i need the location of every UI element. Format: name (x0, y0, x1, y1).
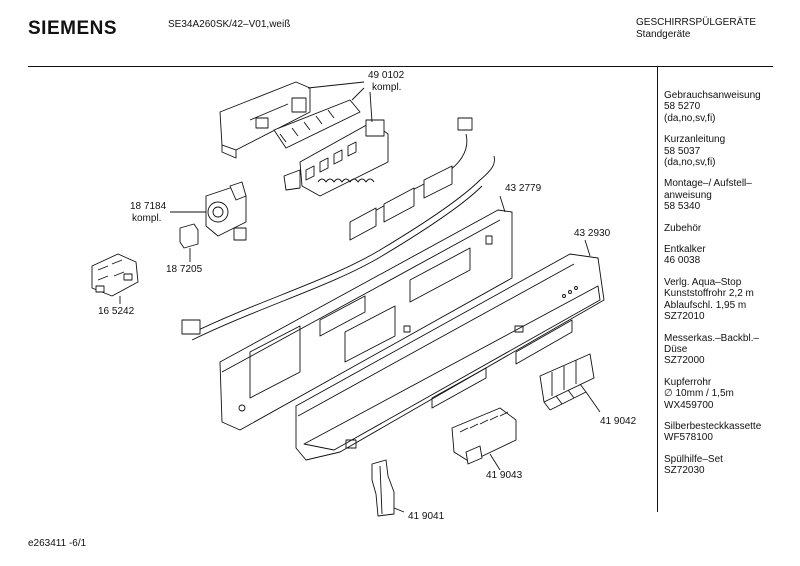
accessory-line: Düse (664, 343, 688, 355)
accessory-line: anweisung (664, 189, 712, 201)
brand-logo: SIEMENS (28, 18, 118, 39)
accessory-line: WX459700 (664, 399, 714, 411)
accessory-line: SZ72030 (664, 465, 705, 477)
accessory-line: 46 0038 (664, 255, 701, 267)
label-432930: 43 2930 (574, 228, 611, 239)
sidebar-divider (657, 66, 658, 512)
accessory-line: SZ72010 (664, 311, 705, 323)
label-419042: 41 9042 (600, 416, 637, 427)
label-490102-kompl: kompl. (372, 82, 402, 93)
accessory-line: Kupferrohr (664, 376, 712, 388)
accessory-line: (da,no,sv,fi) (664, 112, 716, 124)
part-432930-front-fascia (295, 239, 605, 461)
part-187184-switch-unit (170, 181, 247, 241)
header-divider (28, 66, 773, 67)
accessory-line: ∅ 10mm / 1,5m (664, 388, 734, 400)
label-490102: 49 0102 (368, 70, 405, 81)
subcategory-title: Standgeräte (636, 29, 691, 40)
label-419043: 41 9043 (486, 470, 523, 481)
accessory-line: 58 5340 (664, 201, 701, 213)
document-code: e263411 -6/1 (28, 538, 87, 549)
accessory-line: Messerkas.–Backbl.– (664, 332, 760, 344)
label-187184: 18 7184 (130, 201, 167, 212)
accessory-line: 58 5270 (664, 101, 701, 113)
exploded-parts-diagram (91, 81, 605, 517)
part-419041-bracket (371, 459, 405, 517)
accessory-line: Gebrauchsanweisung (664, 90, 761, 101)
label-187184-kompl: kompl. (132, 213, 162, 224)
model-number: SE34A260SK/42–V01,weiß (168, 19, 291, 30)
accessory-item: Zubehör (664, 223, 794, 234)
accessory-line: (da,no,sv,fi) (664, 157, 716, 169)
accessory-line: Kurzanleitung (664, 134, 726, 146)
part-419043-key-block (451, 407, 517, 471)
label-187205: 18 7205 (166, 264, 203, 275)
label-432779: 43 2779 (505, 183, 542, 194)
accessory-line: 58 5037 (664, 145, 701, 157)
part-419042-button-set (539, 353, 601, 413)
accessory-line: Silberbesteckkassette (664, 420, 762, 432)
accessory-line: Spülhilfe–Set (664, 453, 723, 465)
part-432779-panel-frame (181, 117, 513, 431)
part-490102-electronic-module (219, 81, 389, 197)
accessory-line: Entkalker (664, 244, 706, 256)
accessory-line: SZ72000 (664, 355, 705, 367)
accessory-line: Montage–/ Aufstell– (664, 178, 752, 190)
label-419041: 41 9041 (408, 511, 445, 522)
accessory-line: Ablaufschl. 1,95 m (664, 299, 747, 311)
part-187205-connector (179, 223, 199, 262)
category-title: GESCHIRRSPÜLGERÄTE (636, 17, 757, 28)
accessory-line: Zubehör (664, 222, 702, 234)
accessory-line: Kunststoffrohr 2,2 m (664, 288, 754, 300)
label-165242: 16 5242 (98, 306, 135, 317)
accessory-line: WF578100 (664, 432, 713, 444)
part-165242-terminal-block (91, 253, 139, 304)
accessory-line: Verlg. Aqua–Stop (664, 276, 742, 288)
